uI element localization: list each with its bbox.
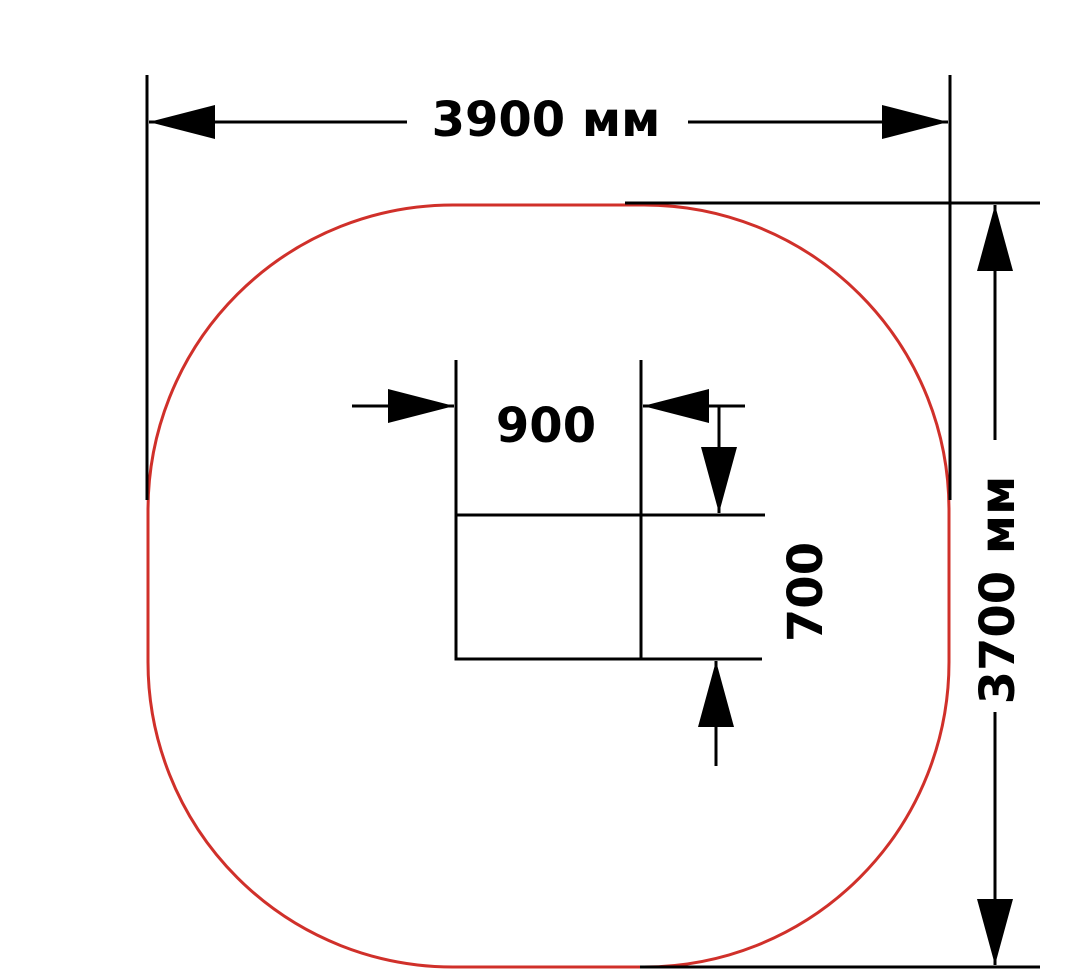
overall-height-dimension: 3700 мм: [625, 201, 1040, 969]
equipment-footprint: [454, 513, 643, 661]
object-width-dimension: 900: [352, 360, 745, 515]
object-width-label: 900: [496, 398, 596, 454]
overall-width-label: 3900 мм: [432, 92, 661, 148]
overall-width-dimension: 3900 мм: [145, 75, 952, 500]
object-height-label: 700: [778, 542, 834, 642]
overall-height-label: 3700 мм: [970, 476, 1026, 705]
safety-zone-outline: [146, 203, 951, 969]
object-height-dimension: 700: [641, 406, 834, 766]
